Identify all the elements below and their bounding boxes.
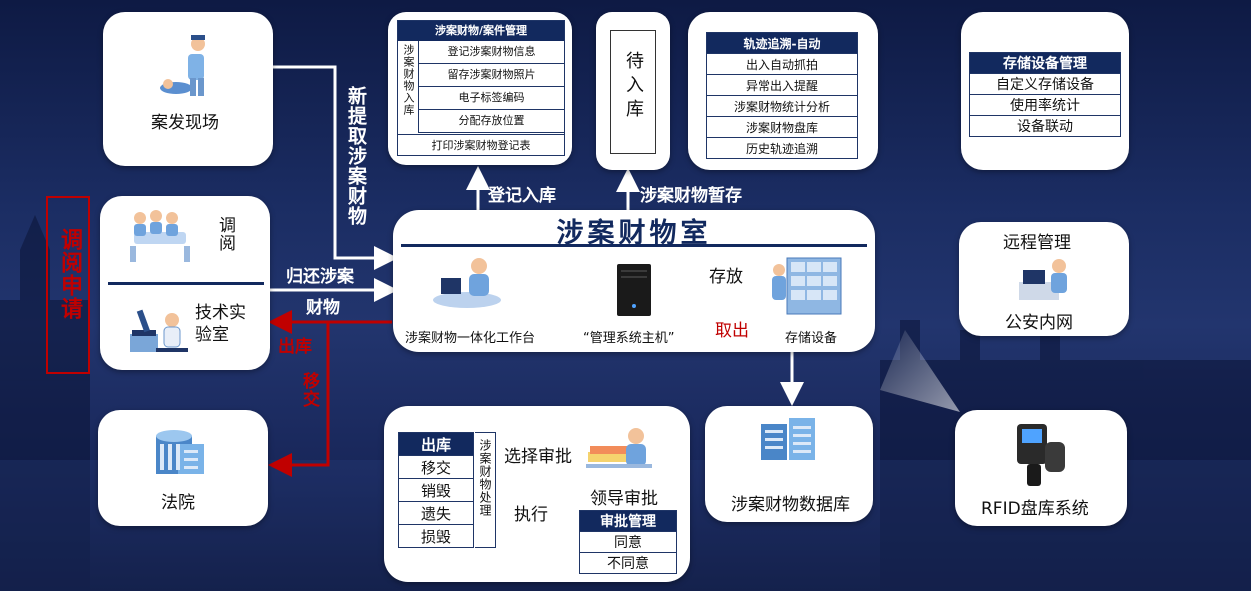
review-request-box: 调阅申请: [46, 196, 90, 374]
review-request-label: 调阅申请: [57, 228, 82, 320]
approval-disagree[interactable]: 不同意: [579, 552, 677, 574]
tracking-header: 轨迹追溯-自动: [706, 32, 858, 54]
intake-card: 涉案财物/案件管理 涉案财物入库 登记涉案财物信息 留存涉案财物照片 电子标签编…: [388, 12, 572, 165]
pending-card: 待入库: [596, 12, 670, 170]
leader-icon: [586, 428, 652, 468]
tracking-table: 轨迹追溯-自动 出入自动抓拍 异常出入提醒 涉案财物统计分析 涉案财物盘库 历史…: [706, 32, 858, 159]
storage-mgmt-header: 存储设备管理: [969, 52, 1121, 74]
intake-row[interactable]: 电子标签编码: [419, 87, 564, 110]
storage-mgmt-table: 存储设备管理 自定义存储设备 使用率统计 设备联动: [969, 52, 1121, 137]
database-card[interactable]: 涉案财物数据库: [705, 406, 873, 522]
remote-title: 远程管理: [1003, 233, 1071, 253]
server-icon: [617, 264, 651, 316]
disposal-table: 出库 移交 销毁 遗失 损毁: [398, 432, 474, 548]
tracking-row[interactable]: 异常出入提醒: [706, 74, 858, 96]
database-label: 涉案财物数据库: [731, 495, 850, 515]
police-icon: [160, 35, 205, 96]
workstation-label: 涉案财物一体化工作台: [405, 331, 536, 346]
outbound-label: 出库: [278, 337, 312, 357]
tracking-row[interactable]: 涉案财物盘库: [706, 116, 858, 138]
return-label-2: 财物: [306, 298, 340, 318]
execute-label: 执行: [514, 505, 548, 525]
tech-lab-label: 技术实验室: [195, 303, 246, 345]
disposal-card: 出库 移交 销毁 遗失 损毁 涉案财物处理 选择审批 执行 领导审批 审批管理 …: [384, 406, 690, 582]
storage-mgmt-card: 存储设备管理 自定义存储设备 使用率统计 设备联动: [961, 12, 1129, 170]
disposal-header: 出库: [398, 432, 474, 456]
database-icon: [761, 418, 815, 460]
tracking-row[interactable]: 出入自动抓拍: [706, 53, 858, 75]
approval-table: 审批管理 同意 不同意: [579, 510, 677, 574]
pending-label: 待入库: [623, 51, 644, 123]
crime-scene-card[interactable]: 案发现场: [103, 12, 273, 166]
storage-mgmt-row[interactable]: 使用率统计: [969, 94, 1121, 116]
meeting-icon: [130, 210, 190, 262]
tracking-card: 轨迹追溯-自动 出入自动抓拍 异常出入提醒 涉案财物统计分析 涉案财物盘库 历史…: [688, 12, 878, 170]
intake-row[interactable]: 留存涉案财物照片: [419, 64, 564, 87]
room-title: 涉案财物室: [556, 218, 712, 249]
court-card[interactable]: 法院: [98, 410, 268, 526]
remote-card[interactable]: 远程管理 公安内网: [959, 222, 1129, 336]
new-extract-label: 新提取涉案财物: [345, 86, 367, 226]
intake-row[interactable]: 登记涉案财物信息: [419, 41, 564, 64]
intake-panel: 涉案财物/案件管理 涉案财物入库 登记涉案财物信息 留存涉案财物照片 电子标签编…: [397, 20, 565, 156]
microscope-icon: [130, 309, 188, 352]
disposal-row[interactable]: 销毁: [398, 478, 474, 502]
tracking-row[interactable]: 历史轨迹追溯: [706, 137, 858, 159]
leader-approval-label: 领导审批: [590, 489, 658, 509]
room-title-underline: [401, 244, 867, 247]
tracking-row[interactable]: 涉案财物统计分析: [706, 95, 858, 117]
workstation-icon: [433, 258, 501, 308]
rfid-scanner-icon: [1017, 424, 1065, 486]
evidence-room-card: 涉案财物室 涉案财物一体化工作台 “管理系统主机” 存放 取出 存储设备: [393, 210, 875, 352]
temp-store-label: 涉案财物暂存: [640, 186, 742, 206]
court-label: 法院: [161, 493, 195, 513]
intake-header: 涉案财物/案件管理: [398, 21, 564, 41]
host-label: “管理系统主机”: [583, 331, 675, 346]
approval-agree[interactable]: 同意: [579, 531, 677, 553]
review-label: 调阅: [215, 216, 235, 252]
crime-scene-label: 案发现场: [151, 113, 219, 133]
register-label: 登记入库: [488, 186, 556, 206]
building-icon: [156, 430, 204, 474]
approval-header: 审批管理: [579, 510, 677, 532]
storage-mgmt-row[interactable]: 自定义存储设备: [969, 73, 1121, 95]
store-label: 存放: [709, 267, 743, 287]
storage-mgmt-row[interactable]: 设备联动: [969, 115, 1121, 137]
rfid-label: RFID盘库系统: [981, 499, 1089, 519]
storage-label: 存储设备: [785, 331, 838, 346]
disposal-row[interactable]: 遗失: [398, 501, 474, 525]
return-label-1: 归还涉案: [286, 267, 354, 287]
intake-side: 涉案财物入库: [398, 41, 419, 133]
rfid-card[interactable]: RFID盘库系统: [955, 410, 1127, 526]
disposal-row[interactable]: 损毁: [398, 524, 474, 548]
select-approval-label: 选择审批: [504, 447, 572, 467]
fetch-label: 取出: [715, 321, 749, 341]
transfer-label: 移交: [299, 372, 319, 408]
intake-footer[interactable]: 打印涉案财物登记表: [398, 134, 564, 156]
intake-row[interactable]: 分配存放位置: [419, 110, 564, 133]
review-lab-card: 调阅 技术实验室: [100, 196, 270, 370]
intake-rows: 登记涉案财物信息 留存涉案财物照片 电子标签编码 分配存放位置: [419, 41, 564, 133]
pending-box: 待入库: [610, 30, 656, 154]
computer-user-icon: [1019, 259, 1067, 300]
disposal-row[interactable]: 移交: [398, 455, 474, 479]
remote-label: 公安内网: [1005, 313, 1073, 333]
divider: [108, 282, 264, 285]
storage-cabinet-icon: [772, 257, 842, 315]
disposal-side: 涉案财物处理: [475, 432, 496, 548]
